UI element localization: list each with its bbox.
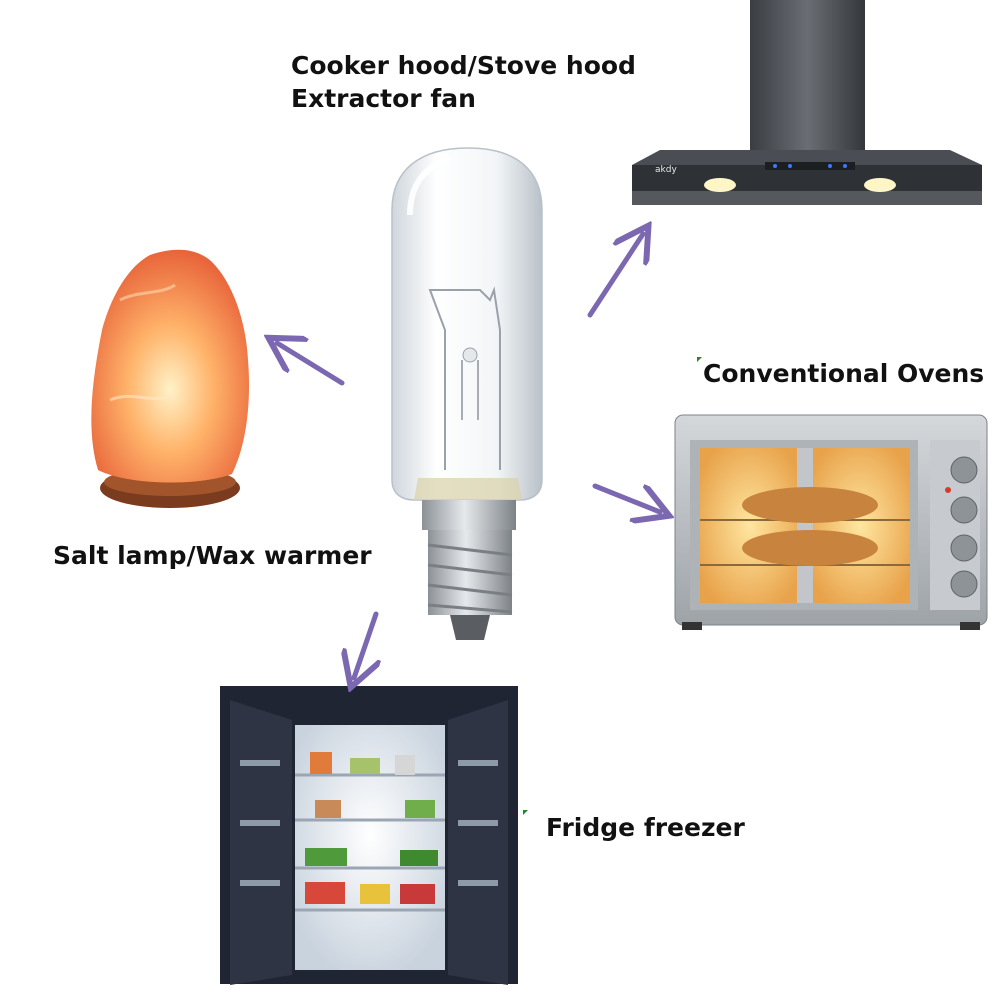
label-cooker-hood-line2: Extractor fan (291, 84, 476, 113)
arrow-to-salt-lamp (277, 343, 345, 386)
label-fridge-freezer: Fridge freezer (546, 813, 745, 842)
arrow-to-fridge (354, 611, 376, 678)
label-conventional-ovens: Conventional Ovens (703, 359, 985, 388)
label-salt-lamp: Salt lamp/Wax warmer (53, 541, 372, 570)
arrow-to-oven (592, 483, 660, 512)
arrow-to-cooker-hood (587, 234, 643, 318)
label-cooker-hood-line1: Cooker hood/Stove hood (291, 51, 636, 80)
hood-brand-logo: akdy (655, 165, 677, 175)
green-tick-ovens (697, 357, 702, 362)
cooker-hood-image: akdy (632, 0, 982, 205)
oven-image (674, 414, 988, 630)
green-tick-fridge (523, 810, 528, 815)
bulb-image (391, 147, 543, 640)
salt-lamp-image (91, 249, 250, 508)
fridge-image (220, 686, 518, 985)
